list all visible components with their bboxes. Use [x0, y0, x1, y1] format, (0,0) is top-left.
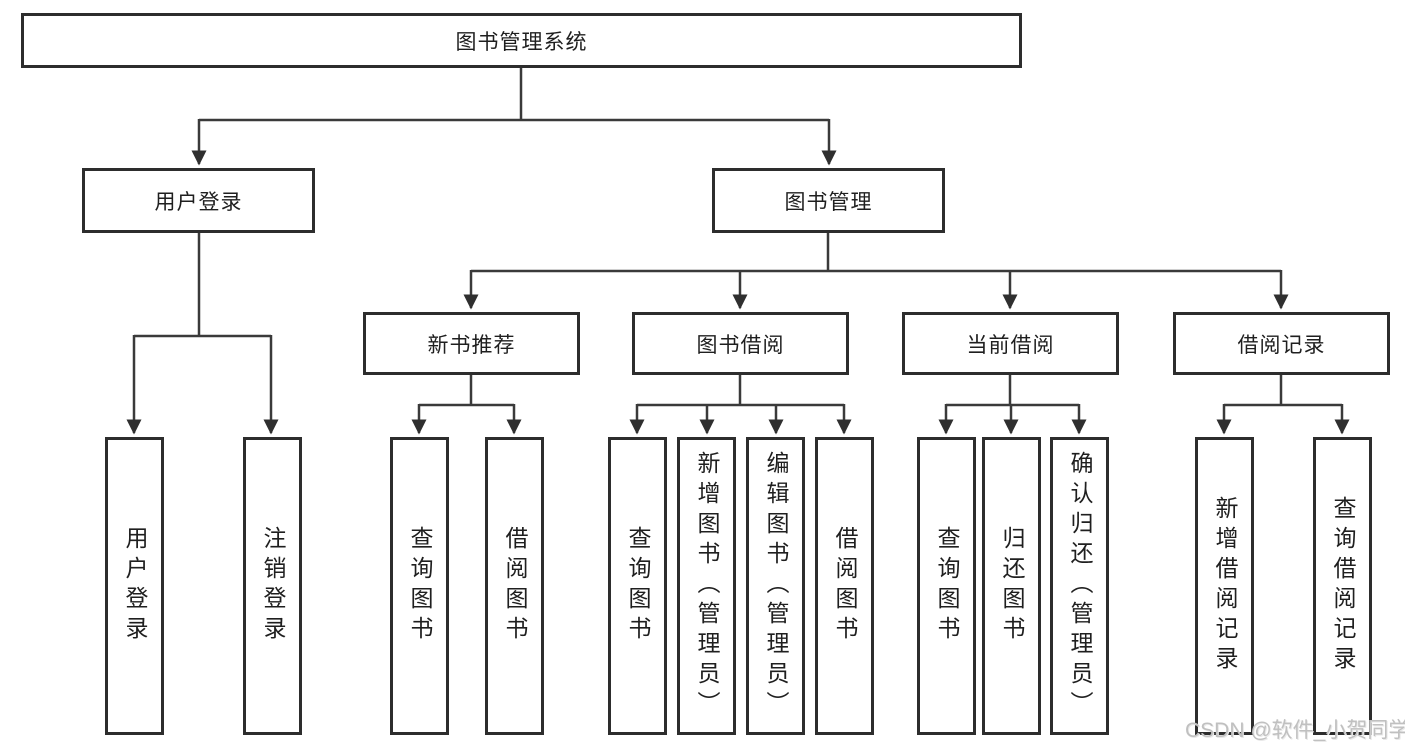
leaf-label: 归还图书	[999, 526, 1025, 646]
leaf-label: 查询借阅记录	[1330, 496, 1356, 676]
node-user-login: 用户登录	[82, 168, 315, 233]
leaf-borrow-books-2: 借阅图书	[815, 437, 874, 735]
leaf-label: 借阅图书	[832, 526, 858, 646]
leaf-query-books-3: 查询图书	[917, 437, 976, 735]
leaf-borrow-books-1: 借阅图书	[485, 437, 544, 735]
node-borrow-records: 借阅记录	[1173, 312, 1390, 375]
node-book-borrow-label: 图书借阅	[696, 333, 785, 357]
node-root-label: 图书管理系统	[455, 30, 588, 54]
leaf-edit-books-admin: 编辑图书（管理员）	[746, 437, 805, 735]
leaf-query-books-1: 查询图书	[390, 437, 449, 735]
leaf-label: 编辑图书（管理员）	[763, 451, 789, 721]
leaf-label: 新增图书（管理员）	[694, 451, 720, 721]
leaf-label: 查询图书	[934, 526, 960, 646]
leaf-label: 注销登录	[260, 526, 286, 646]
node-book-borrow: 图书借阅	[632, 312, 849, 375]
leaf-label: 用户登录	[122, 526, 148, 646]
node-current-borrow: 当前借阅	[902, 312, 1119, 375]
leaf-user-login: 用户登录	[105, 437, 164, 735]
node-new-book-recommend-label: 新书推荐	[427, 333, 516, 357]
csdn-watermark: CSDN @软件_小贺同学	[1185, 719, 1405, 742]
leaf-add-books-admin: 新增图书（管理员）	[677, 437, 736, 735]
leaf-label: 查询图书	[625, 526, 651, 646]
node-book-management-label: 图书管理	[784, 190, 873, 214]
leaf-label: 借阅图书	[502, 526, 528, 646]
node-borrow-records-label: 借阅记录	[1237, 333, 1326, 357]
leaf-return-books: 归还图书	[982, 437, 1041, 735]
leaf-query-borrow-record: 查询借阅记录	[1313, 437, 1372, 735]
node-user-login-label: 用户登录	[154, 190, 243, 214]
leaf-add-borrow-record: 新增借阅记录	[1195, 437, 1254, 735]
node-current-borrow-label: 当前借阅	[966, 333, 1055, 357]
leaf-label: 确认归还（管理员）	[1067, 451, 1093, 721]
leaf-label: 新增借阅记录	[1212, 496, 1238, 676]
node-book-management: 图书管理	[712, 168, 945, 233]
leaf-query-books-2: 查询图书	[608, 437, 667, 735]
leaf-confirm-return-admin: 确认归还（管理员）	[1050, 437, 1109, 735]
node-new-book-recommend: 新书推荐	[363, 312, 580, 375]
leaf-logout: 注销登录	[243, 437, 302, 735]
leaf-label: 查询图书	[407, 526, 433, 646]
node-root: 图书管理系统	[21, 13, 1022, 68]
